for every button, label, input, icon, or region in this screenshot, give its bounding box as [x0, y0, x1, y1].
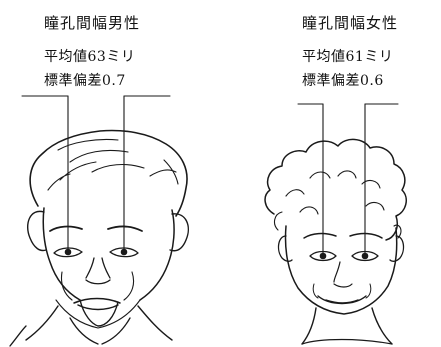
male-face-drawing	[9, 129, 190, 347]
male-face-right	[139, 209, 175, 301]
male-hair-outline	[29, 129, 188, 217]
male-left-eyebrow	[49, 225, 83, 232]
female-face-drawing	[264, 138, 407, 345]
male-title: 瞳孔間幅男性	[44, 14, 141, 32]
female-left-eye	[309, 250, 337, 262]
female-neck	[301, 307, 393, 345]
female-title: 瞳孔間幅女性	[302, 14, 399, 32]
male-face-left	[42, 207, 81, 301]
male-collar	[9, 317, 131, 347]
female-hair-outline	[264, 138, 407, 241]
female-nose	[333, 261, 353, 288]
female-collar	[301, 338, 393, 345]
male-hair-strands	[47, 138, 179, 191]
male-neck	[25, 305, 173, 341]
female-sd-label: 標準偏差0.6	[302, 73, 384, 89]
male-cheek-lines	[60, 271, 135, 301]
female-hair-curls	[273, 170, 402, 239]
male-right-ear	[169, 213, 190, 252]
male-nose	[85, 257, 111, 285]
female-left-ear	[277, 235, 293, 262]
female-right-eyebrow	[349, 232, 383, 239]
male-mouth	[73, 297, 121, 311]
female-right-ear	[389, 235, 405, 262]
female-face-outline	[284, 225, 398, 315]
female-right-eye	[351, 250, 379, 262]
female-mean-label: 平均値61ミリ	[302, 49, 394, 65]
male-right-eyebrow	[107, 225, 143, 232]
male-sd-label: 標準偏差0.7	[44, 73, 126, 89]
male-measure-guides	[21, 95, 171, 253]
male-jowl-lines	[55, 299, 141, 329]
male-right-eye	[109, 247, 139, 258]
female-left-eyebrow	[303, 232, 337, 239]
male-left-ear	[26, 210, 47, 252]
female-cheeks	[312, 283, 372, 299]
male-left-eye	[53, 247, 83, 258]
female-mouth	[317, 295, 367, 305]
male-mean-label: 平均値63ミリ	[44, 49, 136, 65]
female-measure-guides	[297, 103, 399, 257]
male-chin	[79, 299, 119, 327]
